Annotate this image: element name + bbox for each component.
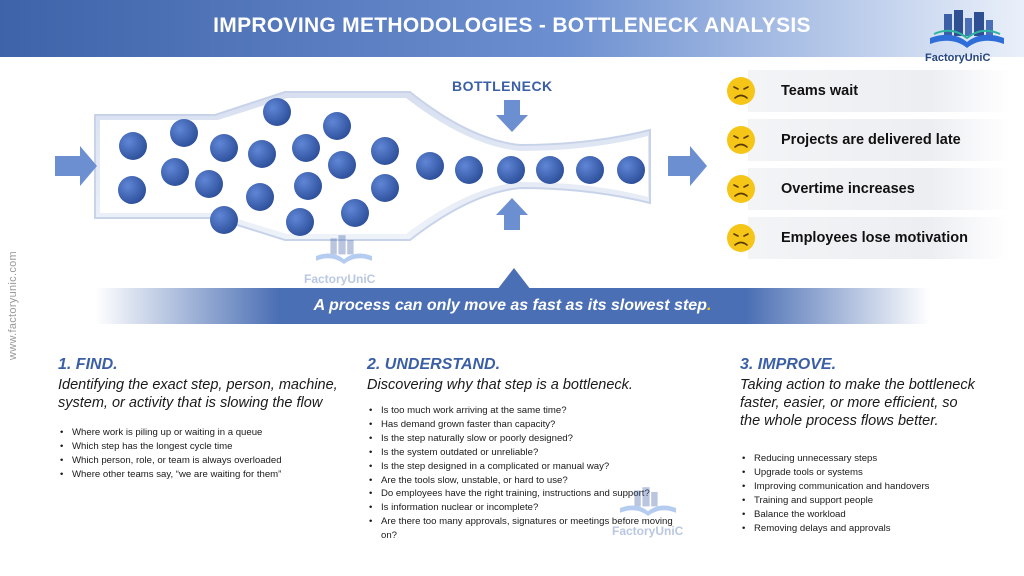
effect-label: Overtime increases <box>781 181 915 197</box>
banner-up-arrow-icon <box>497 268 531 290</box>
watermark-logo-icon <box>308 232 380 272</box>
effect-label: Teams wait <box>781 83 858 99</box>
improve-column: 3. IMPROVE. Taking action to make the bo… <box>740 356 980 535</box>
list-item: Is the step naturally slow or poorly des… <box>367 432 707 446</box>
effect-item: Overtime increases <box>722 168 1022 210</box>
header-bar: IMPROVING METHODOLOGIES - BOTTLENECK ANA… <box>0 0 1024 57</box>
sad-face-icon <box>726 125 756 155</box>
list-item: Reducing unnecessary steps <box>740 452 980 466</box>
sad-face-icon <box>726 76 756 106</box>
find-list: Where work is piling up or waiting in a … <box>58 426 348 482</box>
list-item: Which person, role, or team is always ov… <box>58 454 348 468</box>
input-arrow <box>55 146 97 186</box>
improve-list: Reducing unnecessary steps Upgrade tools… <box>740 452 980 535</box>
find-title: 1. FIND. <box>58 356 348 374</box>
bottleneck-up-arrow <box>496 198 528 230</box>
list-item: Improving communication and handovers <box>740 480 980 494</box>
list-item: Training and support people <box>740 494 980 508</box>
list-item: Which step has the longest cycle time <box>58 440 348 454</box>
list-item: Has demand grown faster than capacity? <box>367 418 707 432</box>
banner-text: A process can only move as fast as its s… <box>314 297 707 314</box>
side-url: www.factoryunic.com <box>7 251 19 360</box>
list-item: Removing delays and approvals <box>740 522 980 536</box>
effect-item: Projects are delivered late <box>722 119 1022 161</box>
bottleneck-down-arrow <box>496 100 528 132</box>
sad-face-icon <box>726 174 756 204</box>
improve-description: Taking action to make the bottleneck fas… <box>740 376 980 430</box>
list-item: Where work is piling up or waiting in a … <box>58 426 348 440</box>
output-arrow <box>668 146 707 186</box>
bottleneck-funnel-diagram <box>50 70 710 260</box>
factoryunic-logo-icon <box>922 8 1012 58</box>
list-item: Where other teams say, “we are waiting f… <box>58 468 348 482</box>
bottleneck-label: BOTTLENECK <box>452 78 553 94</box>
watermark-logo-icon <box>612 484 684 524</box>
list-item: Is the step designed in a complicated or… <box>367 460 707 474</box>
logo-text: FactoryUniC <box>925 52 990 64</box>
effect-item: Teams wait <box>722 70 1022 112</box>
list-item: Is too much work arriving at the same ti… <box>367 404 707 418</box>
find-description: Identifying the exact step, person, mach… <box>58 376 348 412</box>
watermark-text: FactoryUniC <box>612 524 683 538</box>
list-item: Balance the workload <box>740 508 980 522</box>
understand-description: Discovering why that step is a bottlenec… <box>367 376 707 394</box>
effect-item: Employees lose motivation <box>722 217 1022 259</box>
understand-title: 2. UNDERSTAND. <box>367 356 707 374</box>
list-item: Upgrade tools or systems <box>740 466 980 480</box>
page-title: IMPROVING METHODOLOGIES - BOTTLENECK ANA… <box>0 14 1024 38</box>
find-column: 1. FIND. Identifying the exact step, per… <box>58 356 348 482</box>
effect-label: Projects are delivered late <box>781 132 961 148</box>
watermark-text: FactoryUniC <box>304 272 375 286</box>
effect-label: Employees lose motivation <box>781 230 968 246</box>
sad-face-icon <box>726 223 756 253</box>
banner-suffix: . <box>707 297 711 314</box>
improve-title: 3. IMPROVE. <box>740 356 980 374</box>
key-message-banner: A process can only move as fast as its s… <box>95 288 930 324</box>
list-item: Is the system outdated or unreliable? <box>367 446 707 460</box>
